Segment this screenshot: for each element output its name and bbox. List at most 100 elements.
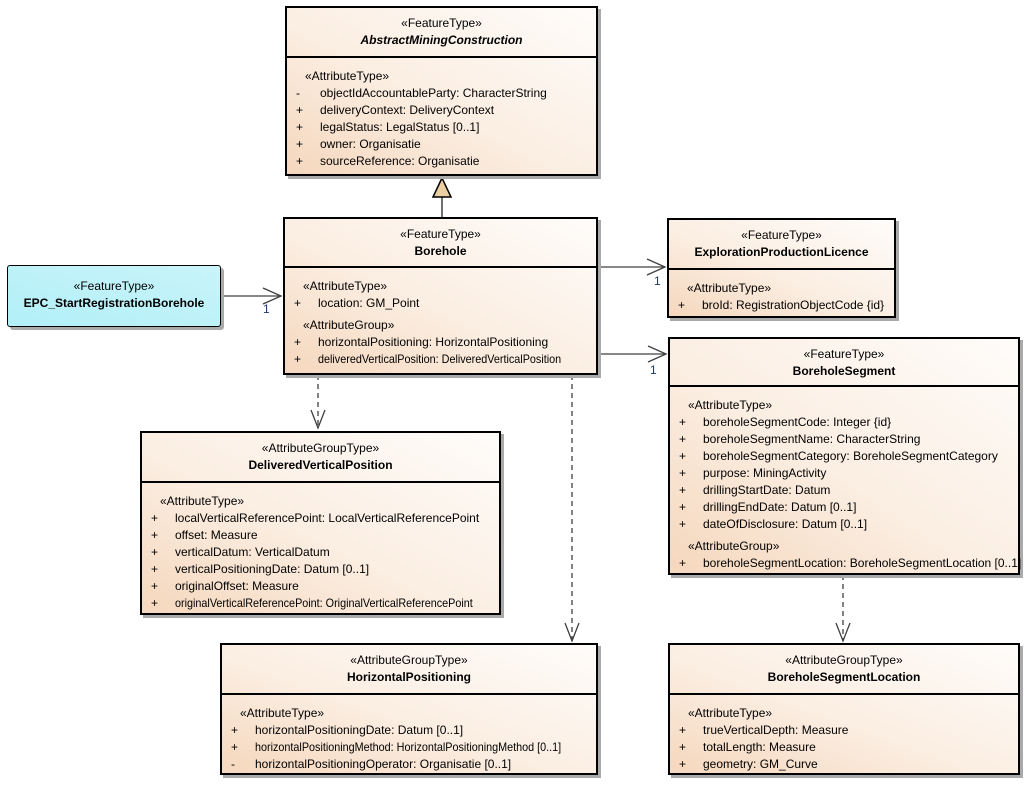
attribute-row: +horizontalPositioningMethod: Horizontal…	[222, 739, 596, 756]
class-name: ExplorationProductionLicence	[694, 245, 869, 259]
visibility: -	[296, 86, 300, 100]
class-box-epc-startregistrationborehole[interactable]: «FeatureType» EPC_StartRegistrationBoreh…	[7, 265, 221, 327]
visibility: +	[678, 298, 686, 312]
class-box-explorationproductionlicence[interactable]: «FeatureType» ExplorationProductionLicen…	[667, 218, 896, 318]
visibility: +	[679, 449, 687, 463]
section-heading: «AttributeType»	[687, 281, 772, 295]
attribute-row: +purpose: MiningActivity	[670, 465, 1018, 482]
attribute-text: totalLength: Measure	[703, 740, 816, 754]
attribute-text: sourceReference: Organisatie	[320, 154, 480, 168]
stereotype-label: «FeatureType»	[400, 227, 481, 241]
association-epc-to-borehole[interactable]	[221, 287, 283, 305]
class-header: «AttributeGroupType» HorizontalPositioni…	[222, 645, 596, 695]
dependency-borehole-to-deliveredverticalposition[interactable]	[310, 375, 326, 430]
attribute-text: deliveredVerticalPosition: DeliveredVert…	[318, 352, 562, 366]
attribute-text: dateOfDisclosure: Datum [0..1]	[703, 517, 868, 531]
class-box-abstract-mining-construction[interactable]: «FeatureType» AbstractMiningConstruction…	[285, 6, 598, 176]
attribute-row: + broId: RegistrationObjectCode {id}	[669, 297, 894, 314]
class-body: «AttributeType» + broId: RegistrationObje…	[669, 270, 894, 314]
visibility: +	[294, 335, 302, 349]
attribute-row: +geometry: GM_Curve	[670, 756, 1018, 773]
class-body: «AttributeType» - objectIdAccountablePart…	[287, 58, 596, 170]
class-box-deliveredverticalposition[interactable]: «AttributeGroupType» DeliveredVerticalPo…	[140, 431, 501, 615]
visibility: +	[679, 740, 687, 754]
attribute-text: drillingEndDate: Datum [0..1]	[703, 500, 857, 514]
attribute-text: horizontalPositioningOperator: Organisat…	[255, 757, 512, 771]
attribute-text: legalStatus: LegalStatus [0..1]	[320, 120, 480, 134]
attribute-row: + sourceReference: Organisatie	[287, 153, 596, 170]
attribute-text: localVerticalReferencePoint: LocalVertic…	[175, 511, 480, 525]
attribute-row: +owner: Organisatie	[287, 136, 596, 153]
visibility: +	[679, 500, 687, 514]
class-header: «FeatureType» EPC_StartRegistrationBoreh…	[8, 266, 220, 324]
class-box-horizontalpositioning[interactable]: «AttributeGroupType» HorizontalPositioni…	[220, 643, 598, 775]
visibility: +	[679, 415, 687, 429]
class-body: «AttributeType» +localVerticalReferenceP…	[142, 483, 499, 612]
class-body: «AttributeType» +horizontalPositioningDa…	[222, 695, 596, 773]
visibility: +	[679, 556, 687, 570]
class-name: HorizontalPositioning	[347, 670, 471, 684]
dependency-boreholesegment-to-boreholesegmentlocation[interactable]	[835, 575, 851, 643]
attribute-row: + boreholeSegmentLocation: BoreholeSegmen…	[670, 555, 1022, 572]
visibility: +	[151, 545, 159, 559]
visibility: +	[679, 723, 687, 737]
attribute-row: +offset: Measure	[142, 527, 499, 544]
attribute-text: broId: RegistrationObjectCode {id}	[702, 298, 885, 312]
attribute-text: boreholeSegmentLocation: BoreholeSegment…	[703, 556, 1022, 570]
section-heading: «AttributeType»	[688, 706, 773, 720]
class-name: Borehole	[414, 244, 467, 258]
class-header: «AttributeGroupType» BoreholeSegmentLoca…	[670, 645, 1018, 695]
attribute-row: + drillingEndDate: Datum [0..1]	[670, 499, 1018, 516]
attribute-row: +deliveryContext: DeliveryContext	[287, 102, 596, 119]
class-header: «FeatureType» Borehole	[285, 219, 596, 268]
class-header: «AttributeGroupType» DeliveredVerticalPo…	[142, 433, 499, 483]
attribute-text: horizontalPositioning: HorizontalPositio…	[318, 335, 549, 349]
dependency-borehole-to-horizontalpositioning[interactable]	[564, 375, 580, 643]
attribute-row: +horizontalPositioningDate: Datum [0..1]	[222, 722, 596, 739]
class-box-boreholesegmentlocation[interactable]: «AttributeGroupType» BoreholeSegmentLoca…	[668, 643, 1020, 775]
section-heading: «AttributeGroup»	[303, 318, 395, 332]
attribute-row: +verticalPositioningDate: Datum [0..1]	[142, 561, 499, 578]
attribute-row: +originalOffset: Measure	[142, 578, 499, 595]
attribute-row: +deliveredVerticalPosition: DeliveredVer…	[285, 351, 596, 368]
stereotype-label: «FeatureType»	[803, 347, 885, 361]
visibility: +	[679, 466, 687, 480]
class-body: «AttributeType» + trueVerticalDepth: Meas…	[670, 695, 1018, 773]
generalization-borehole-to-abstractminingconstruction[interactable]	[431, 176, 453, 217]
section-heading: «AttributeType»	[305, 69, 390, 83]
visibility: +	[294, 296, 302, 310]
section-heading: «AttributeType»	[303, 279, 388, 293]
stereotype-label: «FeatureType»	[401, 16, 482, 30]
class-name: EPC_StartRegistrationBorehole	[23, 296, 205, 310]
attribute-text: geometry: GM_Curve	[703, 757, 818, 771]
multiplicity-label-borehole-to-epl: 1	[654, 274, 661, 288]
multiplicity-label-borehole-to-bhs: 1	[650, 363, 657, 377]
visibility: +	[296, 154, 304, 168]
visibility: +	[151, 528, 159, 542]
class-body: «AttributeType» +location: GM_Point «Att…	[285, 268, 596, 368]
section-heading: «AttributeGroup»	[688, 539, 780, 553]
attribute-text: trueVerticalDepth: Measure	[703, 723, 849, 737]
attribute-row: +legalStatus: LegalStatus [0..1]	[287, 119, 596, 136]
attribute-row: +verticalDatum: VerticalDatum	[142, 544, 499, 561]
attribute-text: originalVerticalReferencePoint: Original…	[175, 596, 473, 610]
class-name: DeliveredVerticalPosition	[248, 458, 393, 472]
attribute-row: +dateOfDisclosure: Datum [0..1]	[670, 516, 1018, 533]
attribute-row: + trueVerticalDepth: Measure	[670, 722, 1018, 739]
attribute-text: objectIdAccountableParty: CharacterStrin…	[320, 86, 547, 100]
stereotype-label: «AttributeGroupType»	[350, 653, 468, 667]
attribute-row: - objectIdAccountableParty: CharacterStri…	[287, 85, 596, 102]
class-name: BoreholeSegment	[792, 364, 896, 378]
attribute-text: boreholeSegmentCode: Integer {id}	[703, 415, 892, 429]
attribute-text: deliveryContext: DeliveryContext	[320, 103, 495, 117]
class-box-boreholesegment[interactable]: «FeatureType» BoreholeSegment «Attribute…	[668, 337, 1022, 575]
stereotype-label: «FeatureType»	[73, 279, 155, 293]
association-borehole-to-explorationproductionlicence[interactable]	[598, 258, 667, 276]
class-box-borehole[interactable]: «FeatureType» Borehole «AttributeType» +…	[283, 217, 598, 375]
visibility: +	[679, 483, 687, 497]
attribute-row: +originalVerticalReferencePoint: Origina…	[142, 595, 499, 612]
attribute-row: + horizontalPositioning: HorizontalPositi…	[285, 334, 596, 351]
stereotype-label: «FeatureType»	[741, 228, 822, 242]
association-borehole-to-boreholesegment[interactable]	[598, 345, 668, 363]
